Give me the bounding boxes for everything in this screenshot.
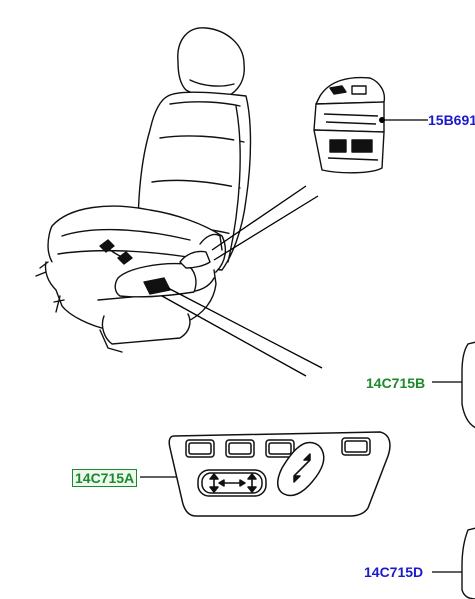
switch-panel-d-partial <box>461 527 475 599</box>
switch-panel-b-partial <box>461 341 475 429</box>
car-seat-illustration <box>35 27 252 353</box>
part-number-14c715b[interactable]: 14C715B <box>366 375 426 391</box>
recline-switch-icon <box>277 441 325 497</box>
seat-slide-switch-icon <box>197 469 267 497</box>
part-number-15b691[interactable]: 15B691 <box>428 112 475 128</box>
leader-lines <box>140 119 470 573</box>
switch-module-illustration <box>313 76 386 174</box>
memory-buttons <box>185 437 371 458</box>
part-number-14c715d[interactable]: 14C715D <box>364 564 424 580</box>
part-number-14c715a[interactable]: 14C715A <box>72 469 138 487</box>
seat-switch-panel-illustration <box>168 431 391 517</box>
module-callout-dot <box>379 117 385 123</box>
